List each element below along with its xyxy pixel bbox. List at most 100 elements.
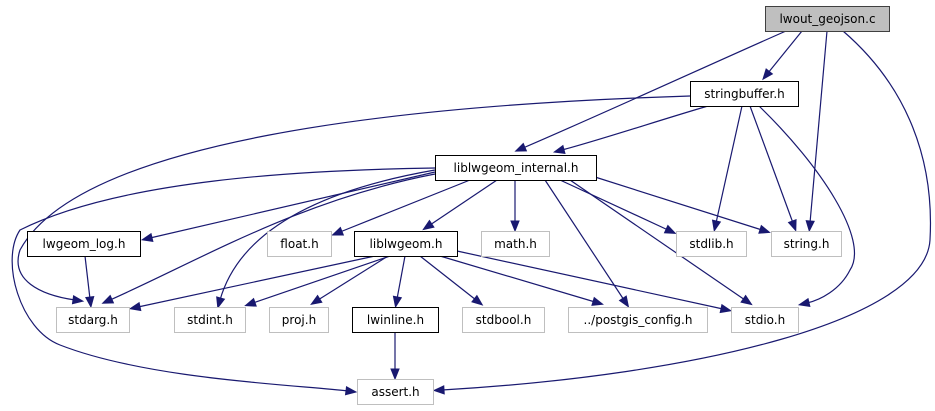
node-label: liblwgeom.h bbox=[370, 237, 443, 251]
arrowhead-icon bbox=[762, 68, 774, 81]
edge-line bbox=[219, 169, 436, 301]
node-box bbox=[481, 231, 550, 257]
edge-liblwgeom_internal_h-to-stdio_h bbox=[569, 179, 753, 306]
edge-liblwgeom_h-to-lwinline_h bbox=[392, 255, 406, 309]
arrowhead-icon bbox=[797, 297, 811, 308]
edge-stringbuffer_h-to-string_h bbox=[749, 105, 797, 232]
node-label: liblwgeom_internal.h bbox=[454, 161, 579, 175]
edge-lwgeom_log_h-to-stdarg_h bbox=[84, 255, 95, 309]
edge-line bbox=[149, 171, 436, 239]
node-lwinline-h[interactable]: lwinline.h bbox=[352, 307, 439, 333]
arrowhead-icon bbox=[663, 224, 677, 234]
node-box bbox=[568, 307, 708, 333]
node-lwgeom-log-h[interactable]: lwgeom_log.h bbox=[27, 231, 141, 257]
edge-liblwgeom_h-to-postgis_config_h bbox=[439, 255, 604, 306]
node-lwout-geojson-c[interactable]: lwout_geojson.c bbox=[765, 6, 890, 32]
node-label: math.h bbox=[494, 237, 537, 251]
arrowhead-icon bbox=[740, 294, 753, 306]
arrowhead-icon bbox=[101, 294, 115, 304]
node-liblwgeom-h[interactable]: liblwgeom.h bbox=[354, 231, 458, 257]
arrowhead-icon bbox=[805, 220, 815, 233]
edge-liblwgeom_internal_h-to-string_h bbox=[594, 176, 771, 234]
arrowhead-icon bbox=[310, 294, 323, 305]
edge-line bbox=[317, 255, 389, 301]
edge-liblwgeom_h-to-stdbool_h bbox=[419, 255, 484, 306]
arrowhead-icon bbox=[216, 296, 226, 309]
node-box bbox=[462, 307, 545, 333]
edge-line bbox=[809, 30, 828, 224]
edge-line bbox=[456, 250, 724, 310]
node-box bbox=[354, 231, 458, 257]
edge-line bbox=[544, 179, 625, 301]
edge-liblwgeom_internal_h-to-float_h bbox=[331, 179, 471, 236]
node-label: ../postgis_config.h bbox=[584, 313, 693, 327]
arrowhead-icon bbox=[471, 294, 484, 306]
node-label: assert.h bbox=[371, 385, 419, 399]
node-label: stdio.h bbox=[745, 313, 785, 327]
edge-line bbox=[419, 255, 477, 301]
edge-liblwgeom_internal_h-to-postgis_config_h bbox=[544, 179, 630, 308]
arrowhead-icon bbox=[390, 368, 400, 381]
edge-liblwgeom_internal_h-to-stdlib_h bbox=[559, 179, 677, 234]
edge-liblwgeom_internal_h-to-math_h bbox=[510, 180, 520, 233]
arrowhead-icon bbox=[344, 385, 358, 396]
arrowhead-icon bbox=[552, 144, 566, 154]
arrowhead-icon bbox=[331, 226, 345, 236]
edge-line bbox=[84, 255, 91, 300]
edge-liblwgeom_h-to-stdarg_h bbox=[128, 255, 376, 312]
arrowhead-icon bbox=[392, 295, 403, 309]
edge-line bbox=[767, 30, 803, 74]
node-label: stdint.h bbox=[187, 313, 233, 327]
node-box bbox=[676, 231, 747, 257]
edge-line bbox=[439, 255, 596, 303]
edge-liblwgeom_internal_h-to-assert_h bbox=[11, 167, 436, 396]
edge-line bbox=[429, 179, 498, 226]
node-stringbuffer-h[interactable]: stringbuffer.h bbox=[690, 81, 799, 107]
edge-line bbox=[758, 105, 856, 304]
node-liblwgeom-internal-h[interactable]: liblwgeom_internal.h bbox=[435, 155, 597, 181]
node-box bbox=[357, 379, 434, 405]
edge-liblwgeom_internal_h-to-liblwgeom_h bbox=[422, 179, 498, 231]
arrowhead-icon bbox=[128, 301, 142, 312]
edge-stringbuffer_h-to-stdio_h bbox=[758, 105, 856, 308]
arrowhead-icon bbox=[85, 295, 95, 309]
node-box bbox=[174, 307, 246, 333]
node-label: lwout_geojson.c bbox=[779, 12, 875, 26]
edge-liblwgeom_internal_h-to-stdarg_h bbox=[101, 173, 436, 304]
edge-line bbox=[715, 105, 743, 224]
arrowhead-icon bbox=[719, 303, 733, 314]
node-label: lwgeom_log.h bbox=[43, 237, 126, 251]
edge-line bbox=[396, 255, 406, 300]
node-label: lwinline.h bbox=[367, 313, 424, 327]
edge-lwout_geojson_c-to-liblwgeom_internal_h bbox=[514, 30, 787, 152]
edge-line bbox=[252, 255, 391, 304]
edge-line bbox=[17, 95, 691, 301]
arrowhead-icon bbox=[432, 385, 445, 395]
node-box bbox=[731, 307, 799, 333]
node-stdlib-h: stdlib.h bbox=[676, 231, 747, 257]
edge-line bbox=[441, 30, 932, 391]
node-string-h: string.h bbox=[771, 231, 842, 257]
arrowhead-icon bbox=[422, 219, 435, 231]
edges-layer bbox=[11, 30, 932, 396]
edge-stringbuffer_h-to-liblwgeom_internal_h bbox=[552, 105, 709, 154]
node-box bbox=[27, 231, 141, 257]
edge-line bbox=[561, 105, 709, 151]
edge-liblwgeom_h-to-proj_h bbox=[310, 255, 389, 305]
edge-line bbox=[137, 255, 376, 308]
arrowhead-icon bbox=[758, 224, 771, 234]
node-box bbox=[771, 231, 842, 257]
node-stdint-h: stdint.h bbox=[174, 307, 246, 333]
node-assert-h: assert.h bbox=[357, 379, 434, 405]
edge-lwout_geojson_c-to-string_h bbox=[805, 30, 828, 233]
edge-liblwgeom_internal_h-to-lwgeom_log_h bbox=[140, 171, 436, 243]
arrowhead-icon bbox=[591, 296, 604, 306]
node-label: stdbool.h bbox=[476, 313, 532, 327]
node-label: string.h bbox=[784, 237, 830, 251]
nodes-layer: lwout_geojson.c stringbuffer.h liblwgeom_i… bbox=[27, 6, 890, 405]
edge-line bbox=[559, 179, 669, 231]
arrowhead-icon bbox=[244, 297, 257, 307]
node-label: stringbuffer.h bbox=[704, 87, 785, 101]
edge-lwinline_h-to-assert_h bbox=[390, 332, 400, 381]
